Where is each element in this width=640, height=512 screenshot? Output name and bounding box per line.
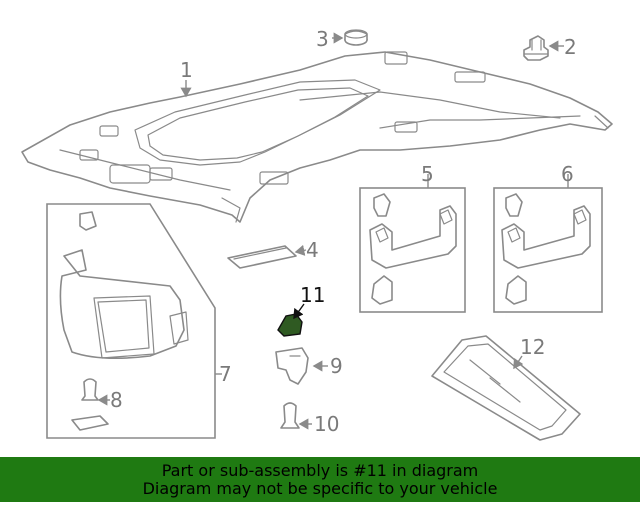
- info-banner: Part or sub-assembly is #11 in diagram D…: [0, 457, 640, 502]
- grab-handle-part-5: [369, 193, 457, 305]
- overhead-console-part-12: [431, 335, 581, 441]
- highlighted-part-11: [277, 313, 303, 337]
- callout-3: 3: [316, 27, 329, 51]
- callout-2: 2: [564, 35, 577, 59]
- clip-part-8: [81, 378, 99, 401]
- callout-6: 6: [561, 162, 574, 186]
- panel-part-4: [227, 245, 297, 269]
- clip-part-2: [523, 35, 549, 61]
- callout-1: 1: [180, 58, 193, 82]
- leader-line-4: [294, 244, 307, 256]
- callout-12: 12: [520, 335, 545, 359]
- callout-11: 11: [300, 283, 325, 307]
- callout-9: 9: [330, 354, 343, 378]
- callout-8: 8: [110, 388, 123, 412]
- banner-line-2: Diagram may not be specific to your vehi…: [142, 479, 498, 498]
- callout-4: 4: [306, 238, 319, 262]
- cap-part-3: [344, 29, 368, 46]
- grab-handle-box-5: [359, 187, 466, 313]
- callout-5: 5: [421, 162, 434, 186]
- grab-handle-part-6: [501, 193, 591, 305]
- leader-line-12: [513, 355, 524, 370]
- leader-line-11: [293, 303, 305, 320]
- screw-part-10: [280, 402, 300, 429]
- headliner-part-1: [21, 51, 613, 223]
- banner-line-1: Part or sub-assembly is #11 in diagram: [161, 461, 479, 480]
- grab-handle-box-6: [493, 187, 603, 313]
- callout-7: 7: [219, 362, 232, 386]
- bracket-part-7b: [71, 415, 109, 431]
- callout-10: 10: [314, 412, 339, 436]
- parts-diagram: 1 3 2 4 5 6 7: [21, 27, 613, 441]
- sun-visor-part-7: [59, 211, 189, 360]
- bracket-part-9: [275, 347, 309, 385]
- sun-visor-box-7: [46, 203, 216, 439]
